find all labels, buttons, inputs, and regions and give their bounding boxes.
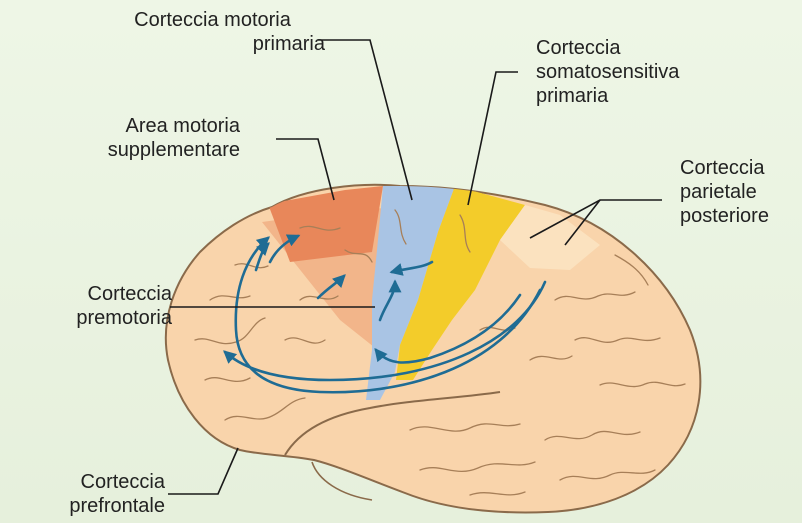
leader-prefrontal: [168, 448, 238, 494]
label-line: primaria: [100, 32, 325, 56]
label-line: primaria: [536, 84, 679, 108]
label-line: supplementare: [60, 138, 240, 162]
label-line: premotoria: [20, 306, 172, 330]
label-prefrontal-cortex: Corteccia prefrontale: [20, 470, 165, 518]
label-supplementary-motor-area: Area motoria supplementare: [60, 114, 240, 162]
label-premotor-cortex: Corteccia premotoria: [20, 282, 172, 330]
leader-somatosensory: [468, 72, 518, 205]
label-line: Corteccia: [680, 156, 769, 180]
label-posterior-parietal-cortex: Corteccia parietale posteriore: [680, 156, 769, 228]
label-somatosensory-cortex: Corteccia somatosensitiva primaria: [536, 36, 679, 108]
label-line: prefrontale: [20, 494, 165, 518]
label-primary-motor-cortex: Corteccia motoria primaria: [100, 8, 325, 56]
label-line: posteriore: [680, 204, 769, 228]
label-line: Corteccia: [20, 470, 165, 494]
label-line: Corteccia motoria: [100, 8, 325, 32]
label-line: Corteccia: [20, 282, 172, 306]
label-line: somatosensitiva: [536, 60, 679, 84]
label-line: Corteccia: [536, 36, 679, 60]
label-line: Area motoria: [60, 114, 240, 138]
leader-primary-motor: [318, 40, 412, 200]
label-line: parietale: [680, 180, 769, 204]
